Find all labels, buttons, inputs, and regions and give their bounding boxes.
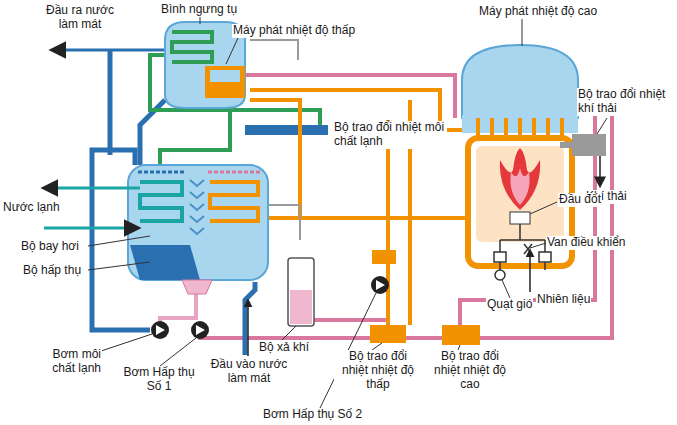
flame-core: [510, 168, 529, 205]
low-temp-heat-exchanger-box: [372, 250, 396, 264]
absorber-sump: [182, 280, 212, 294]
purge-tank-liquid: [290, 290, 312, 324]
part-label: Bơm Hấp thụ Số 2: [262, 408, 363, 422]
hot-solution-pipes: [250, 90, 468, 325]
part-label: Van điều khiển: [546, 236, 627, 250]
part-label: Bình ngưng tụ: [160, 3, 238, 17]
purge-tank: [288, 258, 314, 326]
pump-symbols: [156, 280, 385, 335]
fuel-controls: [494, 224, 551, 280]
part-label: Bộ hấp thụ: [22, 264, 82, 278]
flame: [500, 148, 540, 210]
part-label: Đầu vào nước làm mát: [206, 358, 292, 386]
part-label: Quạt gió: [486, 298, 533, 312]
exhaust-arrow: [599, 156, 601, 186]
absorber-coil: [210, 182, 258, 221]
low-temp-heat-exchanger: [370, 325, 406, 343]
low-temp-generator-vapour: [210, 70, 240, 82]
part-label: Bộ trao đổi nhiệt nhiệt độ cao: [426, 350, 514, 391]
part-label: Bộ trao đổi nhiệt khí thải: [577, 88, 673, 116]
part-label: Bơm Hấp thụ Số 1: [118, 366, 200, 394]
leader-lines: [88, 17, 607, 408]
refrigerant-pool: [130, 245, 200, 280]
cooling-inlet-arrow: [247, 300, 249, 356]
high-temp-generator-dome: [462, 45, 578, 118]
part-label: Đầu ra nước làm mát: [38, 4, 122, 32]
part-label: Nhiên liệu: [536, 293, 591, 307]
low-temp-generator: [205, 66, 245, 98]
evaporator-coil: [140, 182, 182, 221]
part-label: Nước lạnh: [2, 201, 61, 215]
eliminator-chevrons: [190, 180, 204, 234]
spray-header: [208, 171, 260, 174]
condenser-coil: [172, 32, 212, 62]
flue-duct: [560, 142, 578, 148]
evaporator-absorber-vessel: [128, 165, 268, 280]
part-label: Bộ trao đổi nhiệt môi chất lạnh: [333, 121, 447, 149]
part-label: Đầu đốt: [558, 193, 602, 207]
high-temp-heat-exchanger: [442, 325, 480, 345]
fuel-arrow: [529, 250, 531, 292]
part-label: Bơm môi chất lạnh: [40, 348, 102, 376]
part-label: Bộ trao đổi nhiệt nhiệt độ thấp: [334, 350, 422, 391]
burner: [510, 212, 530, 224]
part-label: Bộ xả khí: [258, 341, 310, 355]
part-label: Máy phát nhiệt độ thấp: [232, 24, 356, 38]
part-label: Máy phát nhiệt độ cao: [478, 5, 598, 19]
spray-header: [138, 171, 185, 174]
part-label: Bộ bay hơi: [20, 240, 80, 254]
